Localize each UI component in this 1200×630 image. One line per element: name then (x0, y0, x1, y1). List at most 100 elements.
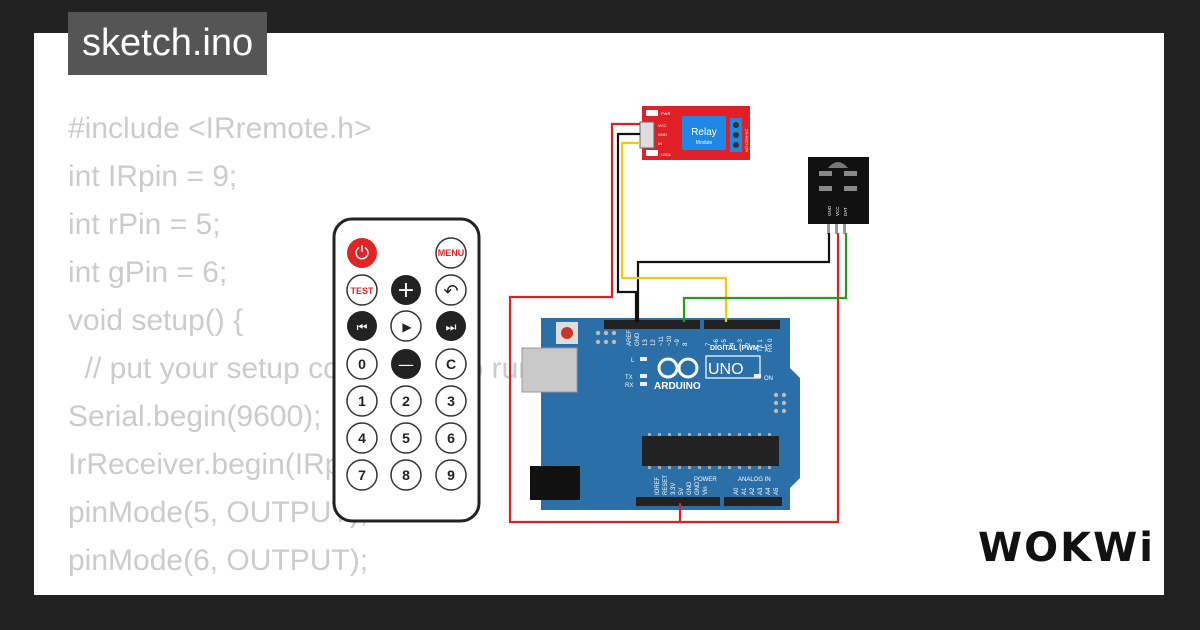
svg-text:4: 4 (358, 430, 366, 446)
ir-receiver[interactable]: GND VCC DAT (808, 157, 869, 234)
icsp-header (595, 330, 617, 345)
relay-module[interactable]: Relay Module PWR VCC GND IN LED1 NO COM … (639, 106, 750, 160)
svg-text:1: 1 (358, 393, 366, 409)
ir-vcc-label: VCC (835, 206, 840, 216)
digit-button-6[interactable]: 6 (435, 422, 467, 454)
pin-label: 13 (643, 339, 649, 346)
pin-label: ~11 (659, 336, 665, 346)
svg-text:7: 7 (358, 467, 366, 483)
power-header (636, 497, 720, 506)
wires (508, 122, 848, 524)
ir-gnd-label: GND (827, 205, 832, 216)
vcc-label: VCC (658, 123, 667, 128)
svg-text:3.3V: 3.3V (671, 483, 677, 495)
analog-header (724, 497, 782, 506)
svg-text:5V: 5V (679, 488, 685, 495)
on-led-label: ON (764, 376, 773, 382)
digit-button-1[interactable]: 1 (346, 385, 378, 417)
pin-label: ~5 (722, 338, 728, 346)
menu-button[interactable]: MENU (435, 237, 467, 269)
digit-button-5[interactable]: 5 (390, 422, 422, 454)
digit-button-3[interactable]: 3 (435, 385, 467, 417)
pin-label: ~9 (675, 338, 681, 346)
power-label: POWER (694, 477, 717, 483)
c-button[interactable]: C (435, 348, 467, 380)
svg-text:IOREF: IOREF (655, 476, 661, 495)
digit-button-8[interactable]: 8 (390, 459, 422, 491)
relay-subtitle: Module (696, 140, 713, 146)
arduino-infinity-icon (657, 357, 699, 379)
pin-label: 8 (683, 342, 689, 346)
code-line: void setup() { (68, 304, 244, 337)
back-icon: ↶ (443, 281, 458, 302)
arduino-uno-board[interactable]: AREF GND 13 12 ~11 ~10 ~9 8 7 ~6 ~5 4 ~3… (521, 318, 800, 510)
svg-text:C: C (446, 356, 456, 372)
svg-text:3: 3 (447, 393, 455, 409)
svg-text:A1: A1 (742, 487, 748, 495)
code-line: Serial.begin(9600); (68, 400, 322, 433)
led1-label: LED1 (661, 152, 672, 157)
digit-button-2[interactable]: 2 (390, 385, 422, 417)
wire-black-relay-gnd (616, 132, 640, 322)
pin-label: 2 (746, 342, 752, 346)
digit-button-7[interactable]: 7 (346, 459, 378, 491)
test-button[interactable]: TEST (346, 274, 378, 306)
pin-label: ~10 (667, 335, 673, 346)
play-icon: ▶ (402, 320, 412, 334)
ir-dat-label: DAT (843, 207, 848, 216)
pin-label: 12 (651, 339, 657, 346)
tx-led (640, 374, 647, 378)
code-line: int IRpin = 9; (68, 160, 238, 193)
back-button[interactable]: ↶ (435, 274, 467, 306)
gnd-label: GND (635, 332, 641, 346)
svg-text:Vin: Vin (703, 486, 709, 495)
svg-text:6: 6 (447, 430, 455, 446)
svg-text:A0: A0 (734, 487, 740, 495)
icsp-header-2 (773, 392, 787, 414)
tx-led-label: TX (625, 375, 633, 381)
model-label: UNO (708, 361, 744, 378)
code-line: #include <IRremote.h> (68, 112, 372, 145)
next-button[interactable]: ⏭ (436, 311, 466, 341)
power-jack (530, 466, 580, 500)
ir-remote[interactable]: ⏻ MENU TEST + ↶ ⏮ (332, 217, 481, 523)
wire-green-ir-dat (682, 233, 848, 322)
l-led (640, 357, 647, 361)
power-button[interactable]: ⏻ (347, 238, 377, 268)
wire-yellow-relay-in (620, 141, 728, 322)
pwr-label: PWR (661, 111, 670, 116)
prev-button[interactable]: ⏮ (347, 311, 377, 341)
digital-label: DIGITAL (PWM ~) (710, 345, 767, 352)
minus-button[interactable]: — (391, 349, 421, 379)
plus-button[interactable]: + (391, 275, 421, 305)
svg-text:2: 2 (402, 393, 410, 409)
circuit-diagram: ⏻ MENU TEST + ↶ ⏮ (332, 106, 869, 524)
in-label: IN (658, 141, 662, 146)
power-icon: ⏻ (355, 243, 369, 264)
brand-label: ARDUINO (654, 381, 701, 392)
nc-com-no-label: NO COM NC (744, 129, 749, 152)
pin-label: 4 (730, 342, 736, 346)
play-button[interactable]: ▶ (390, 310, 422, 342)
wire-black-ir-gnd (636, 233, 831, 322)
aref-label: AREF (627, 330, 633, 346)
relay-block (682, 116, 726, 150)
relay-title: Relay (691, 127, 717, 138)
code-line: int gPin = 6; (68, 256, 228, 289)
code-line: pinMode(6, OUTPUT); (68, 544, 369, 577)
digit-button-9[interactable]: 9 (435, 459, 467, 491)
svg-text:GND: GND (687, 481, 693, 495)
zero-button[interactable]: 0 (346, 348, 378, 380)
digit-button-4[interactable]: 4 (346, 422, 378, 454)
pin-label: ~3 (738, 338, 744, 346)
svg-text:9: 9 (447, 467, 455, 483)
plus-icon: + (397, 278, 415, 303)
filename-tab[interactable]: sketch.ino (68, 12, 268, 75)
rx-led-label: RX (625, 383, 633, 389)
menu-label: MENU (438, 248, 465, 258)
svg-text:A2: A2 (750, 487, 756, 495)
preview-card: #include <IRremote.h>int IRpin = 9;int r… (34, 33, 1164, 595)
pin-label: ~6 (714, 338, 720, 346)
svg-text:8: 8 (402, 467, 410, 483)
prev-icon: ⏮ (357, 320, 368, 334)
